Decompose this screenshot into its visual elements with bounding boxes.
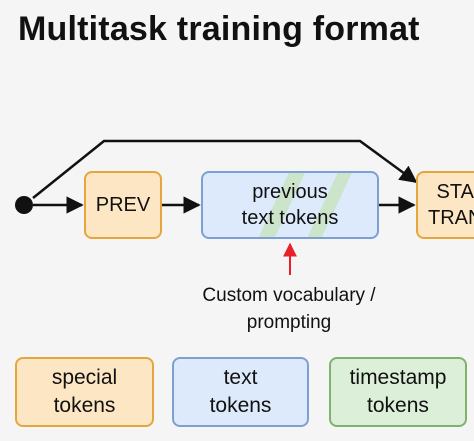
arrow-skip-bypass [32, 139, 418, 199]
legend-special-tokens: special tokens [15, 357, 154, 427]
start-transcript-box: STA TRAN [416, 171, 474, 239]
start-transcript-label: STA TRAN [428, 181, 474, 229]
legend-timestamp-tokens: timestamp tokens [329, 357, 467, 427]
prev-token-box: PREV [84, 171, 162, 239]
page-title: Multitask training format [18, 10, 420, 48]
custom-vocabulary-annotation: Custom vocabulary / prompting [202, 285, 376, 333]
previous-text-tokens-label: previous text tokens [241, 181, 339, 229]
prev-token-label: PREV [95, 193, 151, 216]
legend-text-tokens: text tokens [172, 357, 309, 427]
start-node [15, 196, 33, 214]
previous-text-tokens-box: previous text tokens [201, 171, 379, 239]
